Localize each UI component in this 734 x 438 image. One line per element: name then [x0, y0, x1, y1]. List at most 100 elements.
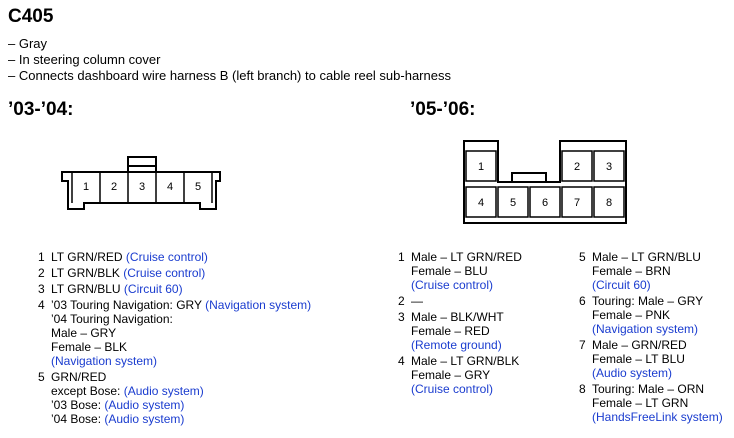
pin-description-row: ’04 Bose: (Audio system) — [38, 412, 311, 426]
circuit-system-label: (Cruise control) — [123, 266, 206, 280]
pin-number: 1 — [398, 250, 405, 264]
circuit-system-label: (Circuit 60) — [592, 278, 651, 292]
wire-description: ’04 Bose: — [51, 412, 105, 426]
pin-description-row: 2— — [398, 294, 522, 308]
pin-number-label: 4 — [478, 197, 484, 209]
pin-description-row: Female – BLK — [38, 340, 311, 354]
wire-description: Male – GRY — [51, 326, 117, 340]
description-connects: – Connects dashboard wire harness B (lef… — [8, 68, 451, 83]
pin-description-row: 8 Touring: Male – ORN — [579, 382, 723, 396]
pin-description-row: 3 Male – BLK/WHT — [398, 310, 522, 324]
connector-title: C405 — [8, 6, 54, 27]
circuit-system-label: (HandsFreeLink system) — [592, 410, 723, 424]
pin-description-row: (Cruise control) — [398, 382, 522, 396]
wire-description: Male – GRN/RED — [592, 338, 687, 352]
year-heading-05-06: ’05-’06: — [410, 99, 476, 120]
wire-description: Female – LT GRN — [592, 396, 689, 410]
pin-number-label: 3 — [139, 181, 145, 193]
pin-number-label: 4 — [167, 181, 173, 193]
pin-description-row: (Audio system) — [579, 366, 723, 380]
pin-description-row: Female – GRY — [398, 368, 522, 382]
pin-description-row: 6 Touring: Male – GRY — [579, 294, 723, 308]
pin-description-row: ’03 Bose: (Audio system) — [38, 398, 311, 412]
pin-description-row: 4 ’03 Touring Navigation: GRY (Navigation… — [38, 298, 311, 312]
circuit-system-label: (Cruise control) — [411, 382, 494, 396]
pin-description-row: Female – LT GRN — [579, 396, 723, 410]
wire-description: ’04 Touring Navigation: — [51, 312, 173, 326]
pin-description-row: (Cruise control) — [398, 278, 522, 292]
pin-number-label: 5 — [195, 181, 201, 193]
pin-number-label: 2 — [111, 181, 117, 193]
pin-description-row: (Navigation system) — [579, 322, 723, 336]
circuit-system-label: (Remote ground) — [411, 338, 502, 352]
pin-description-row: (Navigation system) — [38, 354, 311, 368]
wire-description: Male – BLK/WHT — [411, 310, 504, 324]
circuit-system-label: (Navigation system) — [592, 322, 699, 336]
pin-number: 7 — [579, 338, 586, 352]
circuit-system-label: (Circuit 60) — [123, 282, 183, 296]
description-location: – In steering column cover — [8, 52, 161, 67]
wire-description: Male – LT GRN/RED — [411, 250, 522, 264]
pin-number-label: 7 — [574, 197, 580, 209]
pin-number-label: 5 — [510, 197, 516, 209]
circuit-system-label: (Cruise control) — [125, 250, 208, 264]
wire-description: LT GRN/BLK — [51, 266, 124, 280]
connector-lock-tab — [127, 156, 157, 167]
pin-number: 4 — [398, 354, 405, 368]
pin-description-row: ’04 Touring Navigation: — [38, 312, 311, 326]
pin-number-label: 6 — [542, 197, 548, 209]
circuit-system-label: (Audio system) — [123, 384, 204, 398]
wire-description: Female – LT BLU — [592, 352, 685, 366]
connector-8pin-outline — [463, 140, 627, 224]
connector-5pin-outline — [61, 171, 221, 210]
wire-description: GRN/RED — [51, 370, 107, 384]
circuit-system-label: (Navigation system) — [205, 298, 312, 312]
pin-description-row: (Circuit 60) — [579, 278, 723, 292]
connector-lock-tab — [511, 172, 547, 183]
pin-description-row: Female – BRN — [579, 264, 723, 278]
wire-description: Female – PNK — [592, 308, 671, 322]
pin-description-row: except Bose: (Audio system) — [38, 384, 311, 398]
year-heading-03-04: ’03-’04: — [8, 99, 74, 120]
pin-number-label: 3 — [606, 161, 612, 173]
wire-description: Female – RED — [411, 324, 490, 338]
pin-description-row: 7 Male – GRN/RED — [579, 338, 723, 352]
circuit-system-label: (Cruise control) — [411, 278, 494, 292]
pin-number: 5 — [579, 250, 586, 264]
wire-description: Male – LT GRN/BLU — [592, 250, 701, 264]
pin-description-row: 4 Male – LT GRN/BLK — [398, 354, 522, 368]
wire-description: except Bose: — [51, 384, 124, 398]
pin-description-row: (Remote ground) — [398, 338, 522, 352]
circuit-system-label: (Audio system) — [104, 398, 185, 412]
wire-description: Female – BRN — [592, 264, 671, 278]
wire-description: Touring: Male – ORN — [592, 382, 705, 396]
wire-description: Touring: Male – GRY — [592, 294, 704, 308]
pin-number: 3 — [38, 282, 45, 296]
pin-description-row: Female – RED — [398, 324, 522, 338]
pin-number: 8 — [579, 382, 586, 396]
pin-description-row: Female – LT BLU — [579, 352, 723, 366]
circuit-system-label: (Audio system) — [104, 412, 185, 426]
pin-description-row: (HandsFreeLink system) — [579, 410, 723, 424]
description-color: – Gray — [8, 36, 48, 51]
pin-number: 6 — [579, 294, 586, 308]
pin-number: 2 — [38, 266, 45, 280]
pin-number: 3 — [398, 310, 405, 324]
connector-5pin-diagram: 1 2 3 4 5 — [61, 156, 221, 210]
circuit-system-label: (Navigation system) — [51, 354, 158, 368]
pin-description-row: 5 Male – LT GRN/BLU — [579, 250, 723, 264]
pin-number-label: 2 — [574, 161, 580, 173]
pin-number-label: 1 — [478, 161, 484, 173]
pin-number: 2 — [398, 294, 405, 308]
circuit-system-label: (Audio system) — [592, 366, 673, 380]
wire-description: Male – LT GRN/BLK — [411, 354, 520, 368]
pin-description-row: 1 Male – LT GRN/RED — [398, 250, 522, 264]
pin-number: 4 — [38, 298, 45, 312]
wire-description: Female – BLU — [411, 264, 488, 278]
wire-description: ’03 Touring Navigation: GRY — [51, 298, 206, 312]
wire-description: LT GRN/BLU — [51, 282, 124, 296]
